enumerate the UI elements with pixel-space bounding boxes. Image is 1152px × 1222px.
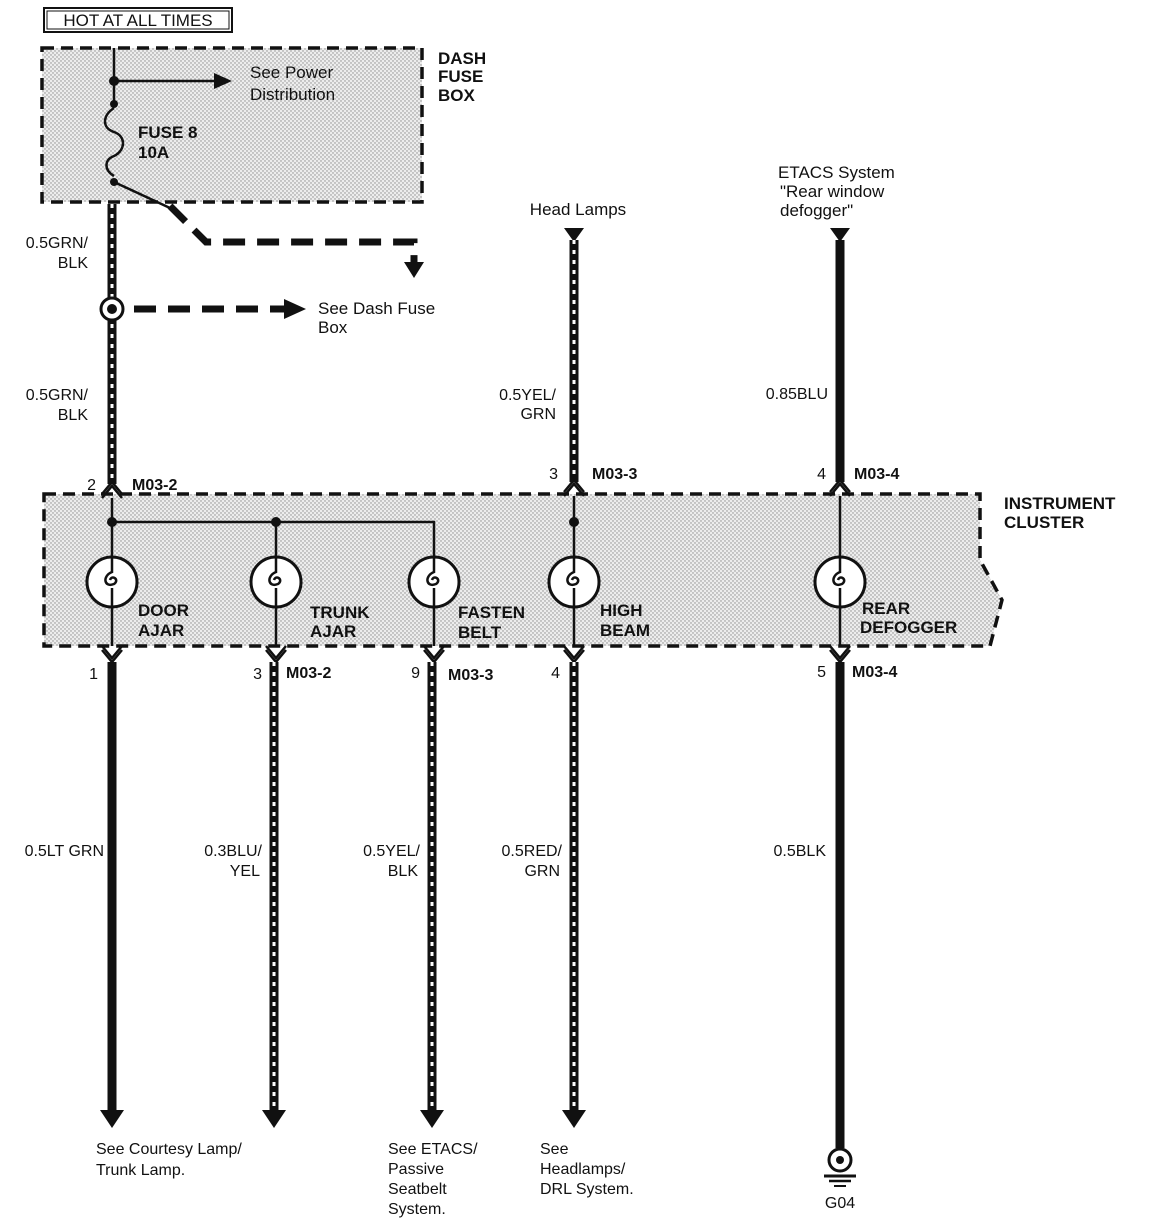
bulb-rear-defogger	[813, 555, 867, 609]
wire-label-red-grn-1: 0.5RED/	[502, 843, 563, 860]
dashed-branch	[167, 203, 424, 278]
see-power-1: See Power	[250, 63, 333, 82]
dest-courtesy-1: See Courtesy Lamp/	[96, 1141, 242, 1158]
source-arrow-icon	[830, 228, 850, 242]
wire-label-yel-blk-2: BLK	[388, 863, 419, 880]
fuse-rating: 10A	[138, 143, 169, 162]
out-pin-3: 3	[253, 666, 262, 683]
dest-etacs-2: Passive	[388, 1161, 444, 1178]
bulb-high-beam	[547, 555, 601, 609]
head-lamps-source: Head Lamps	[530, 200, 626, 219]
fuse-box-title-3: BOX	[438, 86, 476, 105]
wire-label-lt-grn: 0.5LT GRN	[25, 843, 104, 860]
fuse-box-title-1: DASH	[438, 49, 486, 68]
bulb-door-ajar	[85, 555, 139, 609]
out-connector-m03-4: M03-4	[852, 664, 897, 681]
instrument-cluster: INSTRUMENT CLUSTER	[42, 492, 1116, 648]
out-pin-9: 9	[411, 665, 420, 682]
wire-label-blk: 0.5BLK	[774, 843, 827, 860]
dest-headlamps-3: DRL System.	[540, 1181, 634, 1198]
lamp-label-rear-1: REAR	[862, 599, 910, 618]
dest-courtesy-2: Trunk Lamp.	[96, 1162, 185, 1179]
wire-label-grn-blk-bottom-2: BLK	[58, 407, 89, 424]
out-pin-1: 1	[89, 666, 98, 683]
lamp-label-door-1: DOOR	[138, 601, 189, 620]
see-dash-fuse-1: See Dash Fuse	[318, 299, 435, 318]
lamp-label-door-2: AJAR	[138, 621, 184, 640]
etacs-source-1: ETACS System	[778, 163, 895, 182]
lamp-label-high-2: BEAM	[600, 621, 650, 640]
lamp-label-trunk-2: AJAR	[310, 622, 356, 641]
see-power-2: Distribution	[250, 85, 335, 104]
wire-label-red-grn-2: GRN	[524, 863, 560, 880]
ground-label: G04	[825, 1195, 855, 1212]
arrow-down-icon	[262, 1110, 286, 1128]
pin-3: 3	[549, 466, 558, 483]
out-connector-m03-2: M03-2	[286, 665, 331, 682]
etacs-source-3: defogger"	[780, 201, 853, 220]
arrow-down-icon	[420, 1110, 444, 1128]
fuse-box-title-2: FUSE	[438, 67, 483, 86]
lamp-label-rear-2: DEFOGGER	[860, 618, 957, 637]
wire-label-grn-blk-top-2: BLK	[58, 255, 89, 272]
badge-text: HOT AT ALL TIMES	[63, 11, 212, 30]
cluster-title-1: INSTRUMENT	[1004, 494, 1116, 513]
bulb-trunk-ajar	[249, 555, 303, 609]
dest-headlamps-1: See	[540, 1141, 569, 1158]
bulb-fasten-belt	[407, 555, 461, 609]
out-pin-4: 4	[551, 665, 560, 682]
connector-chevron-icon	[101, 478, 851, 499]
dash-fuse-box: DASH FUSE BOX See Power Distribution FUS…	[40, 46, 486, 210]
arrow-down-icon	[404, 262, 424, 278]
cluster-title-2: CLUSTER	[1004, 513, 1084, 532]
hot-at-all-times-badge: HOT AT ALL TIMES	[43, 7, 233, 33]
connector-m03-3-in: M03-3	[592, 466, 637, 483]
source-arrow-icon	[564, 228, 584, 242]
see-dash-fuse-2: Box	[318, 318, 348, 337]
arrow-down-icon	[562, 1110, 586, 1128]
wire-label-blu-yel-2: YEL	[230, 863, 260, 880]
connector-m03-4-in: M03-4	[854, 466, 899, 483]
out-pin-5: 5	[817, 664, 826, 681]
lamp-label-trunk-1: TRUNK	[310, 603, 370, 622]
wire-label-yel-grn-2: GRN	[520, 406, 556, 423]
ground-icon	[824, 1147, 856, 1187]
dest-etacs-3: Seatbelt	[388, 1181, 447, 1198]
pin-4: 4	[817, 466, 826, 483]
wire-label-grn-blk-bottom-1: 0.5GRN/	[26, 387, 89, 404]
splice-connector-icon	[99, 296, 125, 322]
wire-label-grn-blk-top-1: 0.5GRN/	[26, 235, 89, 252]
wire-label-yel-blk-1: 0.5YEL/	[363, 843, 420, 860]
connector-m03-2-in: M03-2	[132, 477, 177, 494]
dest-etacs-1: See ETACS/	[388, 1141, 478, 1158]
arrow-right-icon	[214, 73, 232, 89]
arrow-down-icon	[100, 1110, 124, 1128]
out-connector-m03-3: M03-3	[448, 667, 493, 684]
lamp-label-fasten-2: BELT	[458, 623, 502, 642]
wire-label-blu: 0.85BLU	[766, 386, 828, 403]
pin-2: 2	[87, 477, 96, 494]
wire-label-yel-grn-1: 0.5YEL/	[499, 387, 556, 404]
fuse-name: FUSE 8	[138, 123, 198, 142]
wire-label-blu-yel-1: 0.3BLU/	[204, 843, 262, 860]
arrow-right-icon	[284, 299, 306, 319]
lamp-label-fasten-1: FASTEN	[458, 603, 525, 622]
connector-chevron-icon	[101, 645, 851, 664]
etacs-source-2: "Rear window	[780, 182, 885, 201]
dest-etacs-4: System.	[388, 1201, 446, 1218]
bulb-output-leads	[110, 608, 842, 646]
cluster-bus	[107, 496, 842, 556]
lamp-label-high-1: HIGH	[600, 601, 643, 620]
dest-headlamps-2: Headlamps/	[540, 1161, 626, 1178]
